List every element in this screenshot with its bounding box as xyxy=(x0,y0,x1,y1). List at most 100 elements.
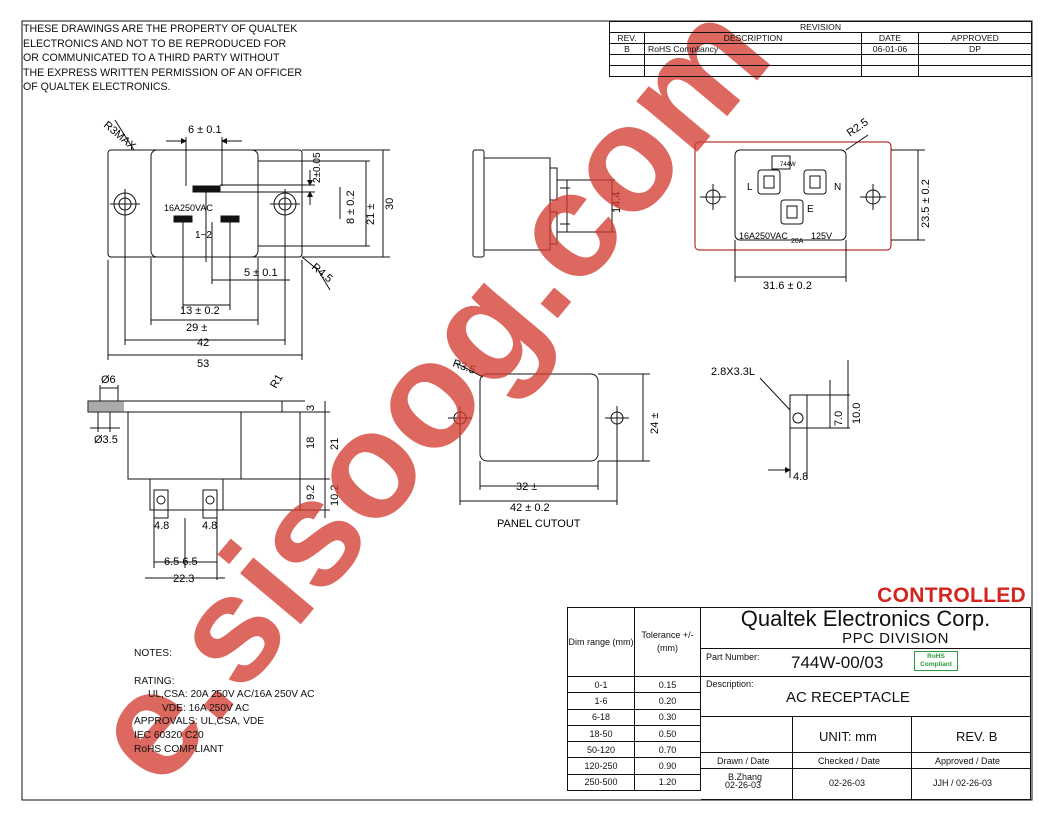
cutout-dim-24: 24 ± xyxy=(649,413,661,434)
rear-dim-316: 31.6 ± 0.2 xyxy=(763,280,812,292)
disclaimer-line: THE EXPRESS WRITTEN PERMISSION OF AN OFF… xyxy=(23,66,302,79)
side-dim-65: 6.5 6.5 xyxy=(164,556,198,568)
revision-label: REV. B xyxy=(956,729,998,744)
rear-view xyxy=(694,134,925,282)
range-cell: 1-6 xyxy=(567,692,635,710)
pin-dim-70: 7.0 xyxy=(833,411,845,426)
approved-label: Approved / Date xyxy=(935,756,1001,766)
date-cell: 06-01-06 xyxy=(861,43,919,55)
side-dim-48b: 4.8 xyxy=(202,520,217,532)
disclaimer-line: ELECTRONICS AND NOT TO BE REPRODUCED FOR xyxy=(23,37,287,50)
range-cell: 120-250 xyxy=(567,757,635,775)
pin-dim-48: 4.8 xyxy=(793,471,808,483)
revision-row: B RoHS Compliancy 06-01-06 DP xyxy=(609,43,1032,55)
cutout-label: PANEL CUTOUT xyxy=(497,518,581,530)
range-cell: 6-18 xyxy=(567,708,635,726)
side-dim-92: 9.2 xyxy=(305,485,317,500)
company-name: Qualtek Electronics Corp. xyxy=(740,606,991,631)
front-dim-30: 30 xyxy=(384,198,396,210)
front-dim-21: 21 ± xyxy=(365,204,377,225)
front-dim-2: 2±0.05 xyxy=(312,152,323,183)
notes-title: NOTES: xyxy=(134,648,172,659)
tol-cell: 1.20 xyxy=(634,773,701,792)
approved-cell: DP xyxy=(918,43,1032,55)
pin-detail-view xyxy=(759,360,850,478)
sheet-border xyxy=(21,20,1033,801)
description-value: AC RECEPTACLE xyxy=(786,689,910,706)
title-block: Qualtek Electronics Corp. PPC DIVISION P… xyxy=(701,607,1031,800)
controlled-stamp: CONTROLLED xyxy=(877,584,1026,607)
tol-cell: 0.15 xyxy=(634,675,701,694)
part-number-label: Part Number: xyxy=(706,652,760,662)
front-dim-29: 29 ± xyxy=(186,322,207,334)
cutout-dim-42: 42 ± 0.2 xyxy=(510,502,550,514)
notes-block: NOTES: RATING: UL,CSA: 20A 250V AC/16A 2… xyxy=(134,647,315,756)
side-dim-223: 22.3 xyxy=(173,573,194,585)
side-dim-48a: 4.8 xyxy=(154,520,169,532)
revision-table: REVISION REV. DESCRIPTION DATE APPROVED … xyxy=(609,21,1032,77)
description-cell: RoHS Compliancy xyxy=(644,43,862,55)
checked-label: Checked / Date xyxy=(818,756,881,766)
disclaimer-line: OF QUALTEK ELECTRONICS. xyxy=(23,81,171,94)
disclaimer-line: THESE DRAWINGS ARE THE PROPERTY OF QUALT… xyxy=(23,23,298,35)
notes-line: APPROVALS: UL,CSA, VDE xyxy=(134,716,265,728)
approved-value: JJH / 02-26-03 xyxy=(933,778,993,788)
revision-title: REVISION xyxy=(609,21,1032,33)
rear-rating-125: 125V xyxy=(811,231,832,241)
front-dim-8: 8 ± 0.2 xyxy=(345,190,357,224)
range-cell: 50-120 xyxy=(567,741,635,759)
rohs-badge: RoHS Compliant xyxy=(914,651,958,671)
range-cell: 250-500 xyxy=(567,773,635,792)
rev-cell: B xyxy=(609,43,645,55)
front-dim-5: 5 ± 0.1 xyxy=(244,267,278,279)
front-dim-r45: R4.5 xyxy=(309,261,335,285)
notes-line: UL,CSA: 20A 250V AC/16A 250V AC xyxy=(148,689,315,701)
rear-label-n: N xyxy=(834,182,841,193)
part-number: 744W-00/03 xyxy=(791,653,884,672)
side-dim-d6: Ø6 xyxy=(101,374,116,386)
approved-header: APPROVED xyxy=(918,32,1032,44)
tol-cell: 0.90 xyxy=(634,757,701,775)
rear-dim-235: 23.5 ± 0.2 xyxy=(920,179,932,228)
division-name: PPC DIVISION xyxy=(842,630,949,647)
tolerance-header: Tolerance +/- (mm) xyxy=(634,607,701,677)
rev-header: REV. xyxy=(609,32,645,44)
side-top-view xyxy=(472,149,575,258)
description-header: DESCRIPTION xyxy=(644,32,862,44)
tol-cell: 0.20 xyxy=(634,692,701,710)
side-dim-21: 21 xyxy=(329,438,341,450)
front-dim-53: 53 xyxy=(197,358,209,370)
range-cell: 0-1 xyxy=(567,675,635,694)
front-view xyxy=(107,119,390,360)
front-rating-text: 16A250VAC xyxy=(164,203,213,213)
side-dim-102: 10.2 xyxy=(329,485,341,506)
front-dim-6: 6 ± 0.1 xyxy=(188,124,222,136)
rear-part-label: 744W xyxy=(780,162,796,168)
rear-rating-20a: 20A xyxy=(791,238,804,245)
rating-title: RATING: xyxy=(134,675,175,687)
dim-range-header: Dim range (mm) xyxy=(567,607,635,677)
notes-line: VDE: 16A 250V AC xyxy=(162,702,250,714)
front-dim-42: 42 xyxy=(197,337,209,349)
front-dim-r3max: R3MAX xyxy=(101,119,138,153)
rear-label-e: E xyxy=(807,204,814,215)
drawn-date: 02-26-03 xyxy=(725,780,762,790)
front-dim-13: 13 ± 0.2 xyxy=(180,305,220,317)
notes-line: IEC 60320 C20 xyxy=(134,729,204,741)
cutout-dim-32: 32 ± xyxy=(516,481,537,493)
side-dim-18: 18 xyxy=(305,437,317,449)
checked-date: 02-26-03 xyxy=(829,778,866,788)
side-dim-3: 3 xyxy=(305,405,317,411)
drawn-by: B.Zhang xyxy=(728,772,763,782)
tol-cell: 0.30 xyxy=(634,708,701,726)
date-header: DATE xyxy=(861,32,919,44)
side-dim-r1: R1 xyxy=(268,372,285,390)
rear-rating: 16A250VAC xyxy=(739,231,788,241)
